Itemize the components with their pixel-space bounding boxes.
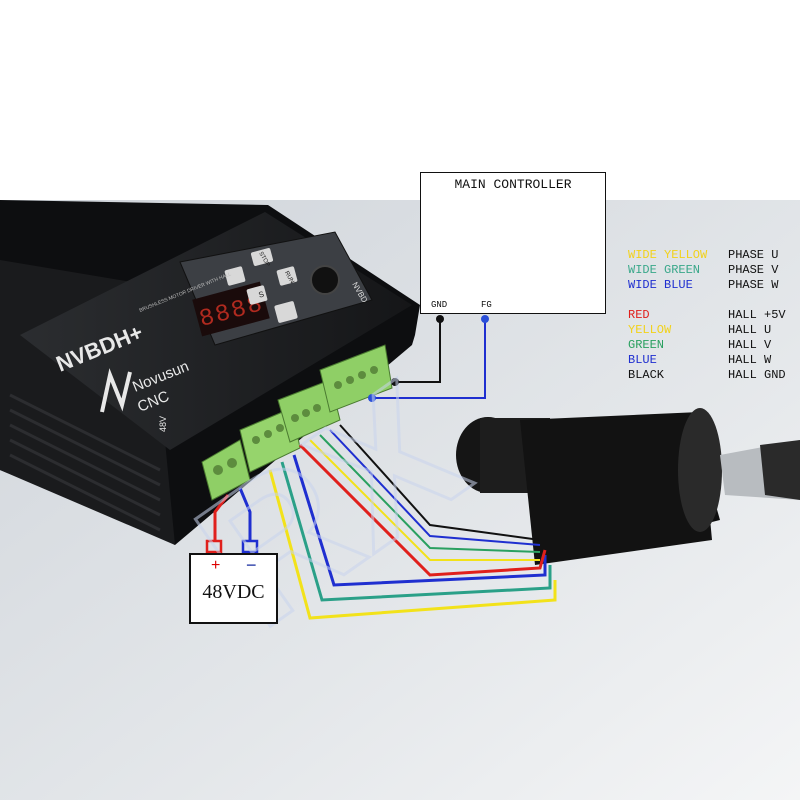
- legend-signal-name: HALL +5V: [728, 308, 786, 322]
- brand-logo: [100, 368, 132, 413]
- legend-color-name: YELLOW: [628, 323, 672, 337]
- legend-row: BLACK HALL GND: [628, 368, 798, 382]
- wire-phase-v: [280, 461, 552, 602]
- driver-unit: 8888 S STOP RUN NVBD NVBDH+ BRUSHLESS MO…: [0, 200, 420, 545]
- legend-row: YELLOW HALL U: [628, 323, 798, 337]
- legend-color-name: RED: [628, 308, 650, 322]
- legend-row: GREEN HALL V: [628, 338, 798, 352]
- psu-minus-sign: −: [246, 555, 257, 575]
- legend-signal-name: HALL U: [728, 323, 772, 337]
- gnd-dot: [436, 315, 444, 323]
- up-key[interactable]: [224, 266, 246, 286]
- psu-positive-wire: [213, 494, 230, 542]
- legend-color-name: BLACK: [628, 368, 665, 382]
- legend-row: BLUE HALL W: [628, 353, 798, 367]
- wire-hall-w: [329, 429, 541, 546]
- s-key[interactable]: [246, 285, 268, 305]
- down-key[interactable]: [274, 301, 298, 324]
- psu-label: 48VDC: [202, 581, 265, 603]
- wire-phase-w: [292, 454, 547, 587]
- legend-color-name: GREEN: [628, 338, 665, 352]
- gnd-wire: [395, 318, 441, 383]
- legend-signal-name: PHASE V: [728, 263, 779, 277]
- legend-color-name: WIDE GREEN: [628, 263, 701, 277]
- legend-row: WIDE YELLOW PHASE U: [628, 248, 798, 262]
- legend-signal-name: HALL V: [728, 338, 772, 352]
- fg-wire: [372, 318, 486, 399]
- wire-hall-gnd: [339, 424, 541, 541]
- speed-knob[interactable]: [310, 265, 340, 295]
- fg-dot: [481, 315, 489, 323]
- legend-signal-name: HALL GND: [728, 368, 786, 382]
- wire-phase-u: [268, 469, 557, 620]
- psu-positive-terminal: [205, 539, 223, 554]
- run-key[interactable]: [276, 266, 298, 286]
- bldc-motor: [456, 408, 800, 565]
- main-controller-box: MAIN CONTROLLER GND FG: [420, 172, 606, 314]
- main-controller-title: MAIN CONTROLLER: [454, 177, 572, 192]
- legend-row: WIDE GREEN PHASE V: [628, 263, 798, 277]
- legend-color-name: WIDE BLUE: [628, 278, 693, 292]
- legend-signal-name: PHASE W: [728, 278, 779, 292]
- gnd-pin-label: GND: [431, 300, 448, 310]
- legend-color-name: WIDE YELLOW: [628, 248, 708, 262]
- psu-plus-sign: +: [211, 557, 221, 574]
- legend-signal-name: PHASE U: [728, 248, 779, 262]
- legend-row: WIDE BLUE PHASE W: [628, 278, 798, 292]
- motor-wires: [268, 424, 557, 620]
- legend-signal-name: HALL W: [728, 353, 772, 367]
- legend-row: RED HALL +5V: [628, 308, 798, 322]
- voltage-marking: 48V: [158, 416, 168, 432]
- power-terminal: [201, 439, 251, 501]
- signal-terminal: [319, 344, 393, 413]
- stop-key[interactable]: [250, 248, 274, 267]
- legend-color-name: BLUE: [628, 353, 657, 367]
- wire-hall-v: [319, 434, 541, 553]
- psu-negative-wire: [238, 487, 252, 542]
- wire-hall-u: [309, 439, 540, 561]
- terminal-blocks: [201, 344, 393, 501]
- wire-hall-5v: [298, 443, 547, 577]
- fg-pin-label: FG: [481, 300, 492, 310]
- s-key-label: S: [258, 290, 265, 300]
- power-supply-box: + − 48VDC: [189, 553, 278, 624]
- psu-negative-terminal: [241, 539, 259, 554]
- run-key-label: RUN: [283, 270, 295, 284]
